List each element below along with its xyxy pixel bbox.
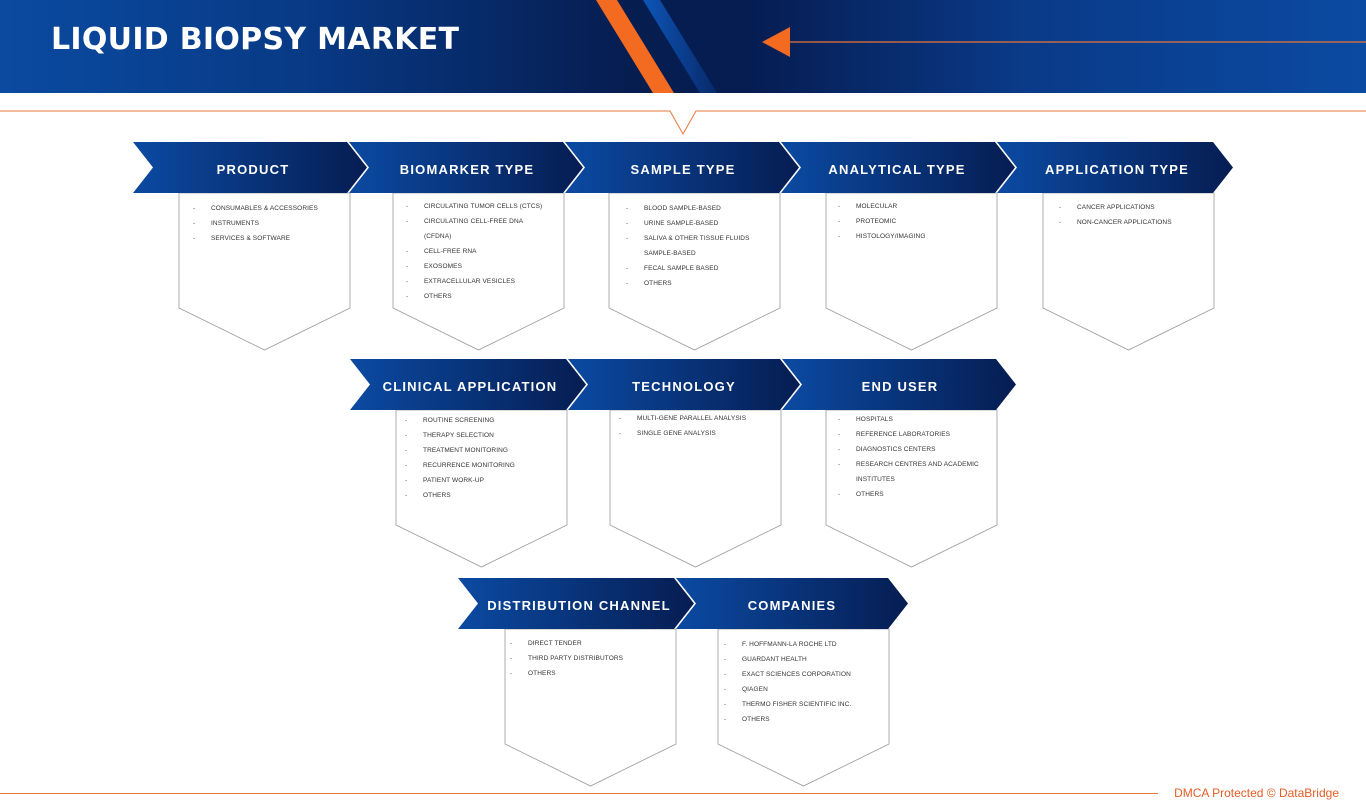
list-item: -Single Gene Analysis: [619, 430, 716, 437]
list-item: -Circulating Tumor Cells (CTCs): [406, 203, 543, 210]
list-item: -Guardant Health: [724, 656, 807, 663]
list-item: -Exosomes: [406, 263, 463, 270]
list-item: -Hospitals: [838, 416, 893, 423]
segment-title-end-user: END USER: [861, 379, 939, 394]
segment-list-product: -Consumables & Accessories -Instruments …: [193, 201, 318, 246]
segment-title-clinical-application: CLINICAL APPLICATION: [382, 379, 558, 394]
page-title: LIQUID BIOPSY MARKET: [51, 22, 460, 57]
list-item: Institutes: [856, 476, 895, 483]
list-item: -Saliva & Other Tissue Fluids: [626, 235, 750, 242]
list-item: -Research Centres and Academic: [838, 461, 979, 468]
list-item: -Non-Cancer Applications: [1059, 219, 1172, 226]
list-item: -Cancer Applications: [1059, 204, 1155, 211]
list-item: (cfDNA): [424, 233, 452, 240]
list-item: -Recurrence Monitoring: [405, 462, 515, 469]
list-item: -Reference Laboratories: [838, 431, 951, 438]
list-item: -Consumables & Accessories: [193, 205, 318, 212]
segment-list-clinical-application: -Routine Screening -Therapy Selection -T…: [405, 413, 515, 503]
list-item: -Treatment Monitoring: [405, 447, 509, 454]
list-item: -Others: [724, 716, 770, 723]
list-item: -Third Party Distributors: [510, 655, 624, 662]
segment-list-biomarker-type: -Circulating Tumor Cells (CTCs) -Circula…: [406, 199, 543, 304]
list-item: -Molecular: [838, 203, 898, 210]
list-item: -Routine Screening: [405, 417, 495, 424]
segment-list-companies: -F. Hoffmann-La Roche Ltd -Guardant Heal…: [724, 637, 852, 727]
footer-divider: [0, 793, 1158, 794]
list-item: -Extracellular Vesicles: [406, 278, 516, 285]
list-item: -Others: [838, 491, 884, 498]
list-item: -Blood Sample-Based: [626, 205, 721, 212]
segment-title-companies: COMPANIES: [747, 598, 837, 613]
list-item: -Fecal Sample Based: [626, 265, 719, 272]
list-item: -Others: [405, 492, 451, 499]
list-item: -QIAGEN: [724, 686, 768, 693]
list-item: -Others: [626, 280, 672, 287]
segment-title-sample-type: SAMPLE TYPE: [630, 162, 736, 177]
segment-list-sample-type: -Blood Sample-Based -Urine Sample-Based …: [626, 201, 750, 291]
segment-list-technology: -Multi-Gene Parallel Analysis -Single Ge…: [619, 411, 747, 441]
list-item: -Urine Sample-Based: [626, 220, 719, 227]
list-item: -Direct Tender: [510, 640, 582, 647]
list-item: -Instruments: [193, 220, 260, 227]
arrow-left-icon: [762, 27, 1366, 57]
list-item: -Cell-Free RNA: [406, 248, 477, 255]
segment-title-biomarker-type: BIOMARKER TYPE: [399, 162, 535, 177]
list-item: -Proteomic: [838, 218, 897, 225]
list-item: -Histology/Imaging: [838, 233, 926, 240]
header-divider: [0, 110, 1366, 136]
segment-title-analytical-type: ANALYTICAL TYPE: [828, 162, 966, 177]
segment-list-analytical-type: -Molecular -Proteomic -Histology/Imaging: [838, 199, 926, 244]
list-item: -Services & Software: [193, 235, 291, 242]
segment-title-technology: TECHNOLOGY: [632, 379, 736, 394]
list-item: -F. Hoffmann-La Roche Ltd: [724, 641, 837, 648]
segment-title-product: PRODUCT: [216, 162, 290, 177]
list-item: -Others: [510, 670, 556, 677]
segment-list-application-type: -Cancer Applications -Non-Cancer Applica…: [1059, 200, 1172, 230]
orange-stripe: [596, 0, 674, 93]
list-item: -Others: [406, 293, 452, 300]
list-item: -Thermo Fisher Scientific Inc.: [724, 701, 852, 708]
list-item: -Therapy Selection: [405, 432, 494, 439]
footer-copyright: DMCA Protected © DataBridge: [1174, 786, 1339, 800]
segment-title-application-type: APPLICATION TYPE: [1045, 162, 1189, 177]
list-item: -Circulating Cell-Free DNA: [406, 218, 524, 225]
segment-list-end-user: -Hospitals -Reference Laboratories -Diag…: [838, 412, 979, 502]
list-item: -Patient Work-Up: [405, 477, 485, 484]
segment-title-distribution-channel: DISTRIBUTION CHANNEL: [487, 598, 671, 613]
blue-stripe: [643, 0, 717, 93]
segment-list-distribution-channel: -Direct Tender -Third Party Distributors…: [510, 636, 624, 681]
list-item: -Diagnostics Centers: [838, 446, 936, 453]
header-banner: LIQUID BIOPSY MARKET: [0, 0, 1366, 93]
list-item: -Exact Sciences Corporation: [724, 671, 851, 678]
list-item: Sample-Based: [644, 250, 696, 257]
list-item: -Multi-Gene Parallel Analysis: [619, 415, 747, 422]
header-stripes-graphic: [596, 0, 717, 93]
